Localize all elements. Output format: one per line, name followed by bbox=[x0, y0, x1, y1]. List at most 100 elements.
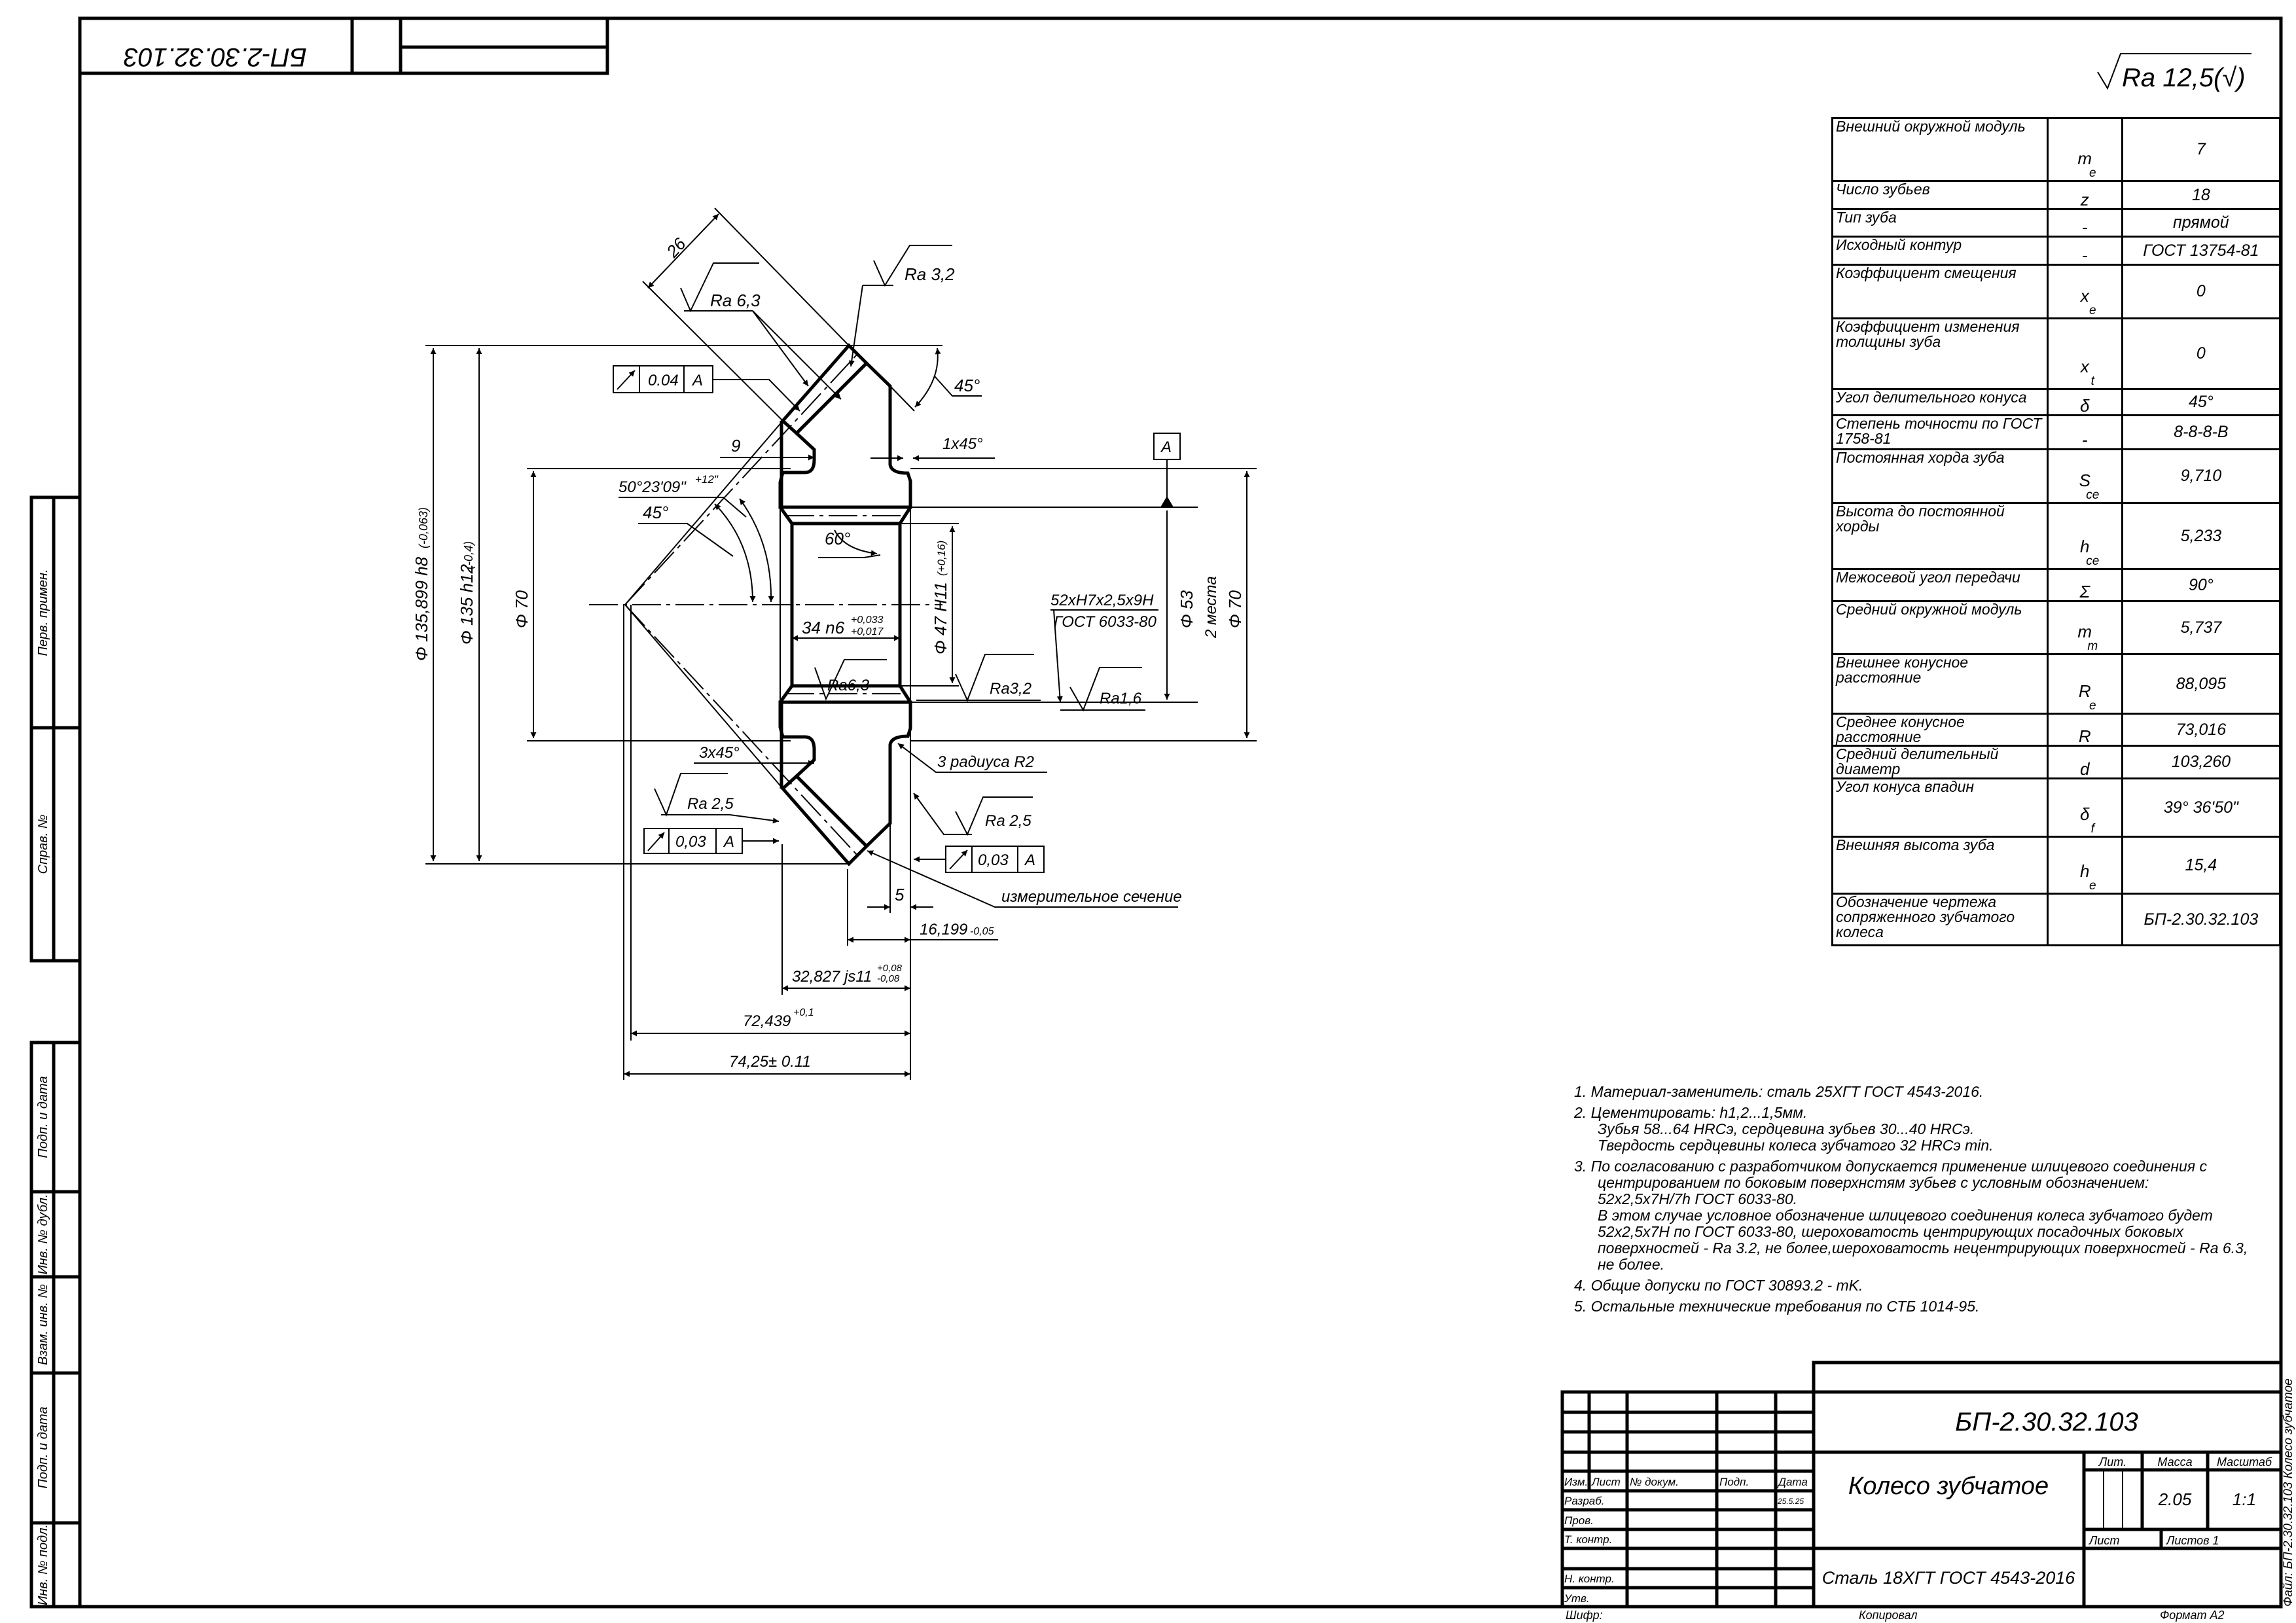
runout-top-value: 0.04 bbox=[648, 372, 679, 389]
dim-32-827: 32,827 js11 bbox=[792, 968, 872, 986]
parameter-value: 8-8-8-B bbox=[2121, 414, 2282, 450]
angle-50-tolerance: +12" bbox=[695, 473, 719, 486]
parameter-value: 88,095 bbox=[2121, 653, 2282, 715]
parameter-symbol: Σ bbox=[2079, 582, 2090, 601]
parameter-row: Обозначение чертежа сопряженного зубчато… bbox=[1831, 893, 2282, 946]
designation-rotated: БП-2.30.32.103 bbox=[124, 43, 307, 71]
note-line: 52х2,5х7H по ГОСТ 6033-80, шероховатость… bbox=[1598, 1223, 2183, 1240]
measuring-section: измерительное сечение bbox=[1001, 888, 1182, 906]
parameter-name: Число зубьев bbox=[1831, 180, 2049, 210]
parameter-value: 9,710 bbox=[2121, 448, 2282, 504]
ra-32-top: Ra 3,2 bbox=[905, 264, 955, 284]
runout-arrow-icon bbox=[647, 832, 665, 851]
parameter-symbol: R bbox=[2078, 681, 2091, 701]
spline-standard: ГОСТ 6033-80 bbox=[1054, 613, 1157, 631]
dim-26-label: 26 bbox=[662, 234, 690, 262]
note-line: 3. По согласованию с разработчиком допус… bbox=[1574, 1158, 2207, 1175]
parameter-symbol: m bbox=[2077, 149, 2092, 168]
parameter-symbol-subscript: e bbox=[2089, 166, 2096, 180]
parameter-symbol-subscript: f bbox=[2090, 822, 2094, 836]
ra-25-right: Ra 2,5 bbox=[985, 812, 1031, 830]
parameter-symbol: h bbox=[2080, 861, 2090, 881]
dia-47: Φ 47 H11 bbox=[931, 582, 950, 654]
parameter-value: ГОСТ 13754-81 bbox=[2121, 236, 2282, 266]
parameter-symbol: - bbox=[2081, 430, 2088, 450]
parameter-name: Внешнее конусное расстояние bbox=[1831, 653, 2049, 715]
roughness-root-icon bbox=[2097, 53, 2251, 90]
dim-34-tol-upper: +0,033 bbox=[851, 615, 883, 626]
parameter-symbol-cell: z bbox=[2046, 180, 2123, 210]
parameter-symbol-cell: - bbox=[2046, 208, 2123, 238]
note-line: 4. Общие допуски по ГОСТ 30893.2 - mK. bbox=[1574, 1277, 1863, 1294]
lower-half bbox=[625, 605, 910, 864]
tooth-profile bbox=[780, 343, 869, 436]
parameter-name: Среднее конусное расстояние bbox=[1831, 713, 2049, 747]
parameter-symbol-subscript: m bbox=[2087, 639, 2098, 653]
sidebar-label-sign-date-2: Подп. и дата bbox=[36, 1406, 50, 1488]
dim-16-199: 16,199 bbox=[920, 921, 967, 938]
runout-arrow-icon bbox=[949, 849, 968, 870]
footer-format: Формат A2 bbox=[2160, 1609, 2225, 1622]
angle-50-label: 50°23'09" bbox=[619, 478, 687, 496]
parameter-row: Тип зуба-прямой bbox=[1831, 208, 2282, 238]
sidebar-label-first-use: Перв. примен. bbox=[36, 569, 50, 656]
parameter-symbol-cell: - bbox=[2046, 236, 2123, 266]
scale-label: Масштаб bbox=[2217, 1455, 2272, 1469]
dim-32-827-tol-lower: -0,08 bbox=[877, 973, 900, 984]
role-norm-control: Н. контр. bbox=[1564, 1573, 1615, 1585]
face-cone-line bbox=[624, 420, 783, 605]
note-line: поверхностей - Ra 3.2, не более,шерохова… bbox=[1598, 1240, 2248, 1257]
parameter-value: 45° bbox=[2121, 388, 2282, 416]
parameter-value: 0 bbox=[2121, 264, 2282, 319]
parameter-name: Угол делительного конуса bbox=[1831, 388, 2049, 416]
sidebar-label-orig-inv: Инв. № подл. bbox=[36, 1524, 50, 1605]
col-date: Дата bbox=[1777, 1476, 1808, 1488]
dim-5: 5 bbox=[895, 885, 905, 904]
note-line: 52х2,5х7H/7h ГОСТ 6033-80. bbox=[1598, 1190, 1798, 1207]
dim-16-199-tol: -0,05 bbox=[970, 926, 994, 937]
dia-135: Φ 135 h12 bbox=[457, 563, 476, 645]
parameter-name: Внешний окружной модуль bbox=[1831, 117, 2049, 182]
parameter-symbol-cell: d bbox=[2046, 745, 2123, 779]
lit-label: Лит. bbox=[2098, 1455, 2126, 1469]
parameter-value: 5,233 bbox=[2121, 502, 2282, 570]
parameter-name: Угол конуса впадин bbox=[1831, 777, 2049, 838]
dia-53: Φ 53 bbox=[1177, 590, 1196, 628]
note-line: 5. Остальные технические требования по С… bbox=[1574, 1298, 1980, 1315]
parameter-symbol: S bbox=[2079, 471, 2090, 490]
parameter-row: Число зубьев z 18 bbox=[1831, 180, 2282, 210]
note-line: центрированием по боковым поверхнстям зу… bbox=[1598, 1174, 2149, 1191]
parameter-value: 5,737 bbox=[2121, 600, 2282, 655]
parameter-name: Межосевой угол передачи bbox=[1831, 568, 2049, 602]
parameter-value: 15,4 bbox=[2121, 836, 2282, 895]
parameter-value: 7 bbox=[2121, 117, 2282, 182]
gear-section-view: 26 Ra 6,3 Ra 3,2 0.04 A 45° 9 bbox=[412, 207, 1257, 1080]
sidebar-label-ref-no: Справ. № bbox=[36, 815, 50, 874]
angle-45-left: 45° bbox=[643, 503, 668, 522]
dia-135-tol: (-0,4) bbox=[462, 541, 475, 569]
runout-frame-left: 0,03 A bbox=[643, 828, 779, 854]
roughness-icon bbox=[873, 245, 952, 287]
pitch-cone-line bbox=[624, 353, 858, 605]
ra-16: Ra1,6 bbox=[1100, 690, 1142, 707]
parameter-symbol: z bbox=[2080, 190, 2089, 209]
parameter-name: Высота до постоянной хорды bbox=[1831, 502, 2049, 570]
role-checker: Пров. bbox=[1564, 1514, 1594, 1527]
parameter-value: 18 bbox=[2121, 180, 2282, 210]
parameter-symbol-cell: - bbox=[2046, 414, 2123, 450]
col-doc-no: № докум. bbox=[1630, 1476, 1679, 1488]
